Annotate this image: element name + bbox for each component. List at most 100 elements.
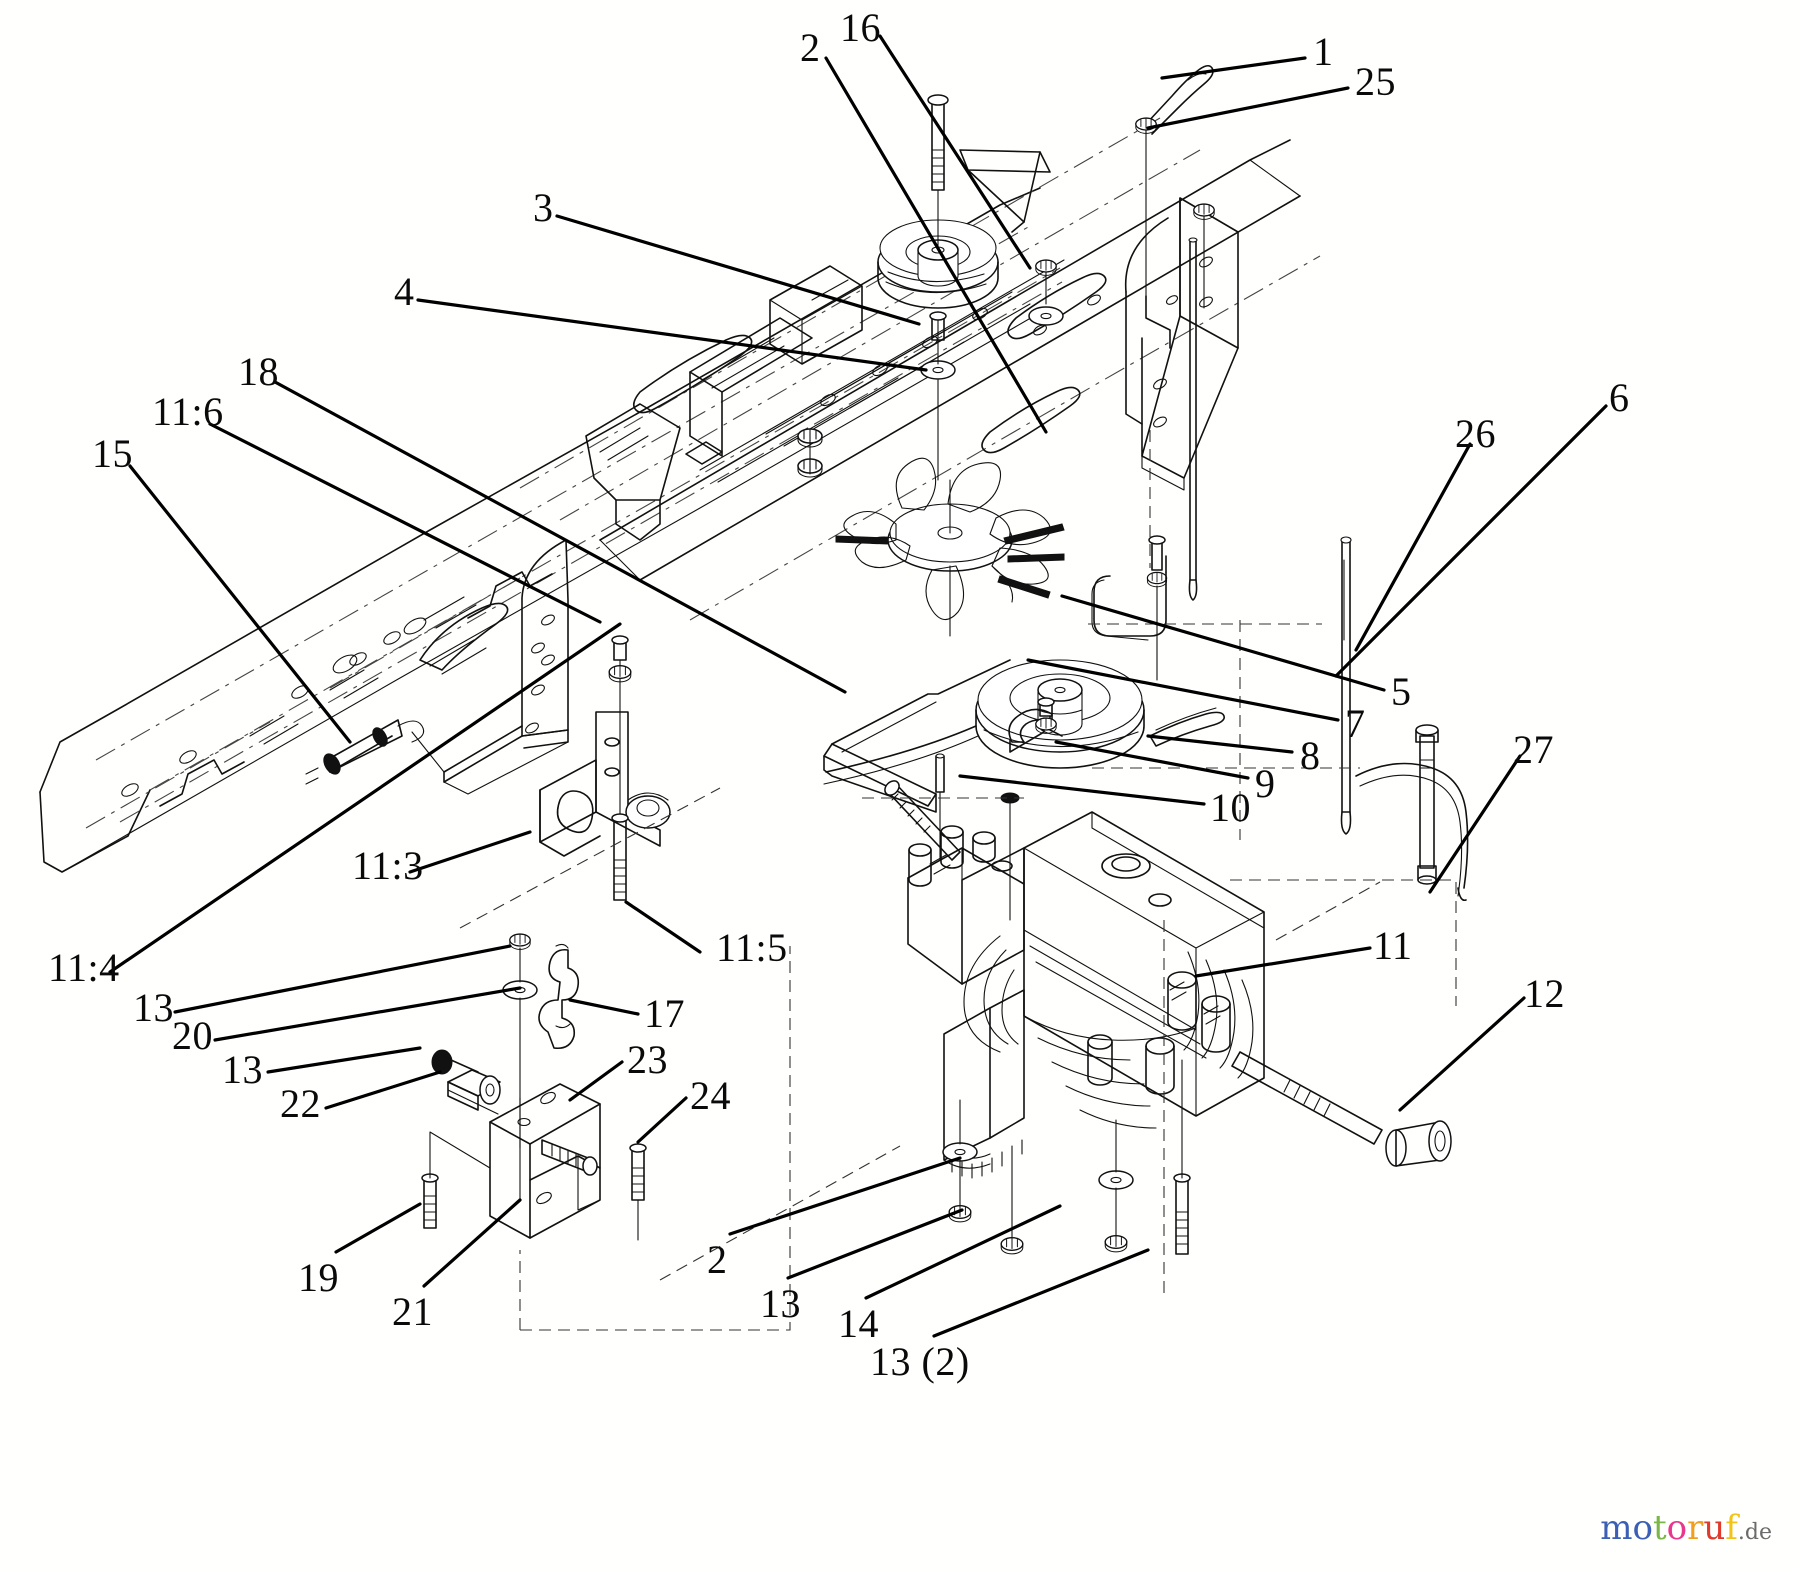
callout-label-c25: 25 (1355, 59, 1396, 104)
watermark-letter: o (1666, 1508, 1688, 1548)
leader-c26 (1354, 442, 1472, 652)
leader-c11 (1194, 946, 1372, 978)
callout-label-c11: 11 (1373, 923, 1413, 968)
spacer-10 (935, 753, 945, 861)
bolt-11-5 (608, 635, 632, 901)
leader-c114 (108, 622, 622, 974)
cotter-pin-1 (1135, 64, 1215, 349)
leader-c12 (1398, 996, 1526, 1112)
watermark-motoruf: motoruf.de (1600, 1508, 1772, 1548)
leader-c116 (208, 422, 602, 624)
callout-label-c22: 22 (280, 1081, 321, 1126)
bolt-2-right (1146, 535, 1168, 681)
leader-c8 (1146, 734, 1294, 754)
leader-c17 (568, 998, 640, 1016)
leader-c1 (1160, 56, 1307, 80)
leader-c13a (173, 944, 512, 1014)
callout-label-c26: 26 (1455, 411, 1496, 456)
leader-c132 (932, 1248, 1150, 1338)
ball-joint-22 (431, 1049, 501, 1115)
watermark-letter: m (1600, 1508, 1633, 1548)
callout-label-c27: 27 (1513, 727, 1554, 772)
nut-center-bottom (1000, 1159, 1024, 1255)
leader-c6 (1334, 404, 1608, 678)
leader-c21 (422, 1198, 522, 1288)
watermark-letter: u (1703, 1508, 1726, 1548)
leader-c18 (273, 380, 847, 694)
callout-label-c7: 7 (1345, 701, 1366, 746)
small-spacer (1000, 792, 1020, 921)
long-shaft-27 (1415, 724, 1439, 885)
leader-c23 (568, 1060, 624, 1102)
axle-bushing-12 (1385, 1120, 1452, 1167)
callout-label-c20: 20 (172, 1013, 213, 1058)
callout-label-c18: 18 (238, 349, 279, 394)
callout-label-c2a: 2 (800, 25, 821, 70)
leader-c25 (1146, 86, 1350, 130)
rod-link-17 (538, 943, 580, 1050)
brake-rod-26 (1340, 536, 1469, 902)
callout-label-c132: 13 (2) (870, 1339, 970, 1384)
callout-label-c5: 5 (1391, 669, 1412, 714)
callout-label-c16: 16 (840, 5, 881, 50)
watermark-letter: r (1687, 1508, 1704, 1548)
leader-c4 (416, 298, 928, 372)
nut-2-mid (1028, 259, 1064, 326)
callout-label-c116: 11:6 (152, 389, 224, 434)
screw-19 (421, 1131, 491, 1229)
bracket-11-6 (443, 539, 569, 795)
callout-label-c13a: 13 (133, 985, 174, 1030)
leader-c24 (636, 1096, 688, 1144)
callout-label-c13b: 13 (222, 1047, 263, 1092)
callout-label-c21: 21 (392, 1289, 433, 1334)
callout-label-c6: 6 (1609, 375, 1630, 420)
transaxle-housing-11 (884, 780, 1383, 1179)
spring-clip-8 (1149, 707, 1226, 747)
leader-c7 (1026, 658, 1340, 722)
callout-label-c1: 1 (1313, 29, 1334, 74)
phantom-guides (459, 430, 1457, 1331)
leader-c9 (1054, 740, 1250, 780)
callout-label-c12: 12 (1524, 971, 1565, 1016)
callout-label-c13c: 13 (760, 1281, 801, 1326)
hardware-stack-b (1098, 1119, 1134, 1253)
callout-label-c2b: 2 (707, 1237, 728, 1282)
leader-c5 (1060, 594, 1386, 692)
leader-c13c (786, 1208, 964, 1280)
hardware-stack-a (942, 1099, 978, 1223)
drive-belt-5 (823, 659, 1011, 813)
watermark-letter: t (1652, 1508, 1667, 1548)
belt-guide-7 (1091, 555, 1167, 641)
leader-c2b (728, 1156, 962, 1236)
callout-label-c10: 10 (1210, 785, 1251, 830)
washer-4 (920, 311, 956, 481)
leader-c3 (555, 214, 921, 326)
callout-label-c4: 4 (394, 269, 415, 314)
watermark-letter: f (1725, 1508, 1738, 1548)
watermark-suffix: .de (1737, 1520, 1772, 1545)
callout-label-c3: 3 (533, 185, 554, 230)
callout-label-c19: 19 (298, 1255, 339, 1300)
bolt-lower-right (1173, 1059, 1191, 1255)
callout-label-c113: 11:3 (352, 843, 424, 888)
control-plate-11-3 (539, 711, 671, 857)
leader-c19 (334, 1202, 422, 1254)
bolt-2-top (927, 94, 949, 251)
leader-c10 (958, 774, 1206, 806)
screw-24 (629, 1143, 647, 1241)
leader-c22 (324, 1070, 442, 1110)
leader-c14 (864, 1204, 1062, 1300)
leader-c16 (878, 34, 1032, 270)
callout-label-c15: 15 (92, 431, 133, 476)
cooling-fan (835, 457, 1065, 637)
rod-9 (1008, 697, 1063, 753)
leader-c13b (266, 1046, 422, 1074)
callout-label-c23: 23 (627, 1037, 668, 1082)
callout-label-c115: 11:5 (716, 925, 788, 970)
frame-rail-left (39, 187, 1063, 873)
callout-label-c24: 24 (690, 1073, 731, 1118)
u-bracket-21 (489, 1083, 601, 1239)
rod-6 (1188, 237, 1198, 601)
leader-c27 (1428, 754, 1522, 894)
leader-c20 (213, 986, 522, 1042)
